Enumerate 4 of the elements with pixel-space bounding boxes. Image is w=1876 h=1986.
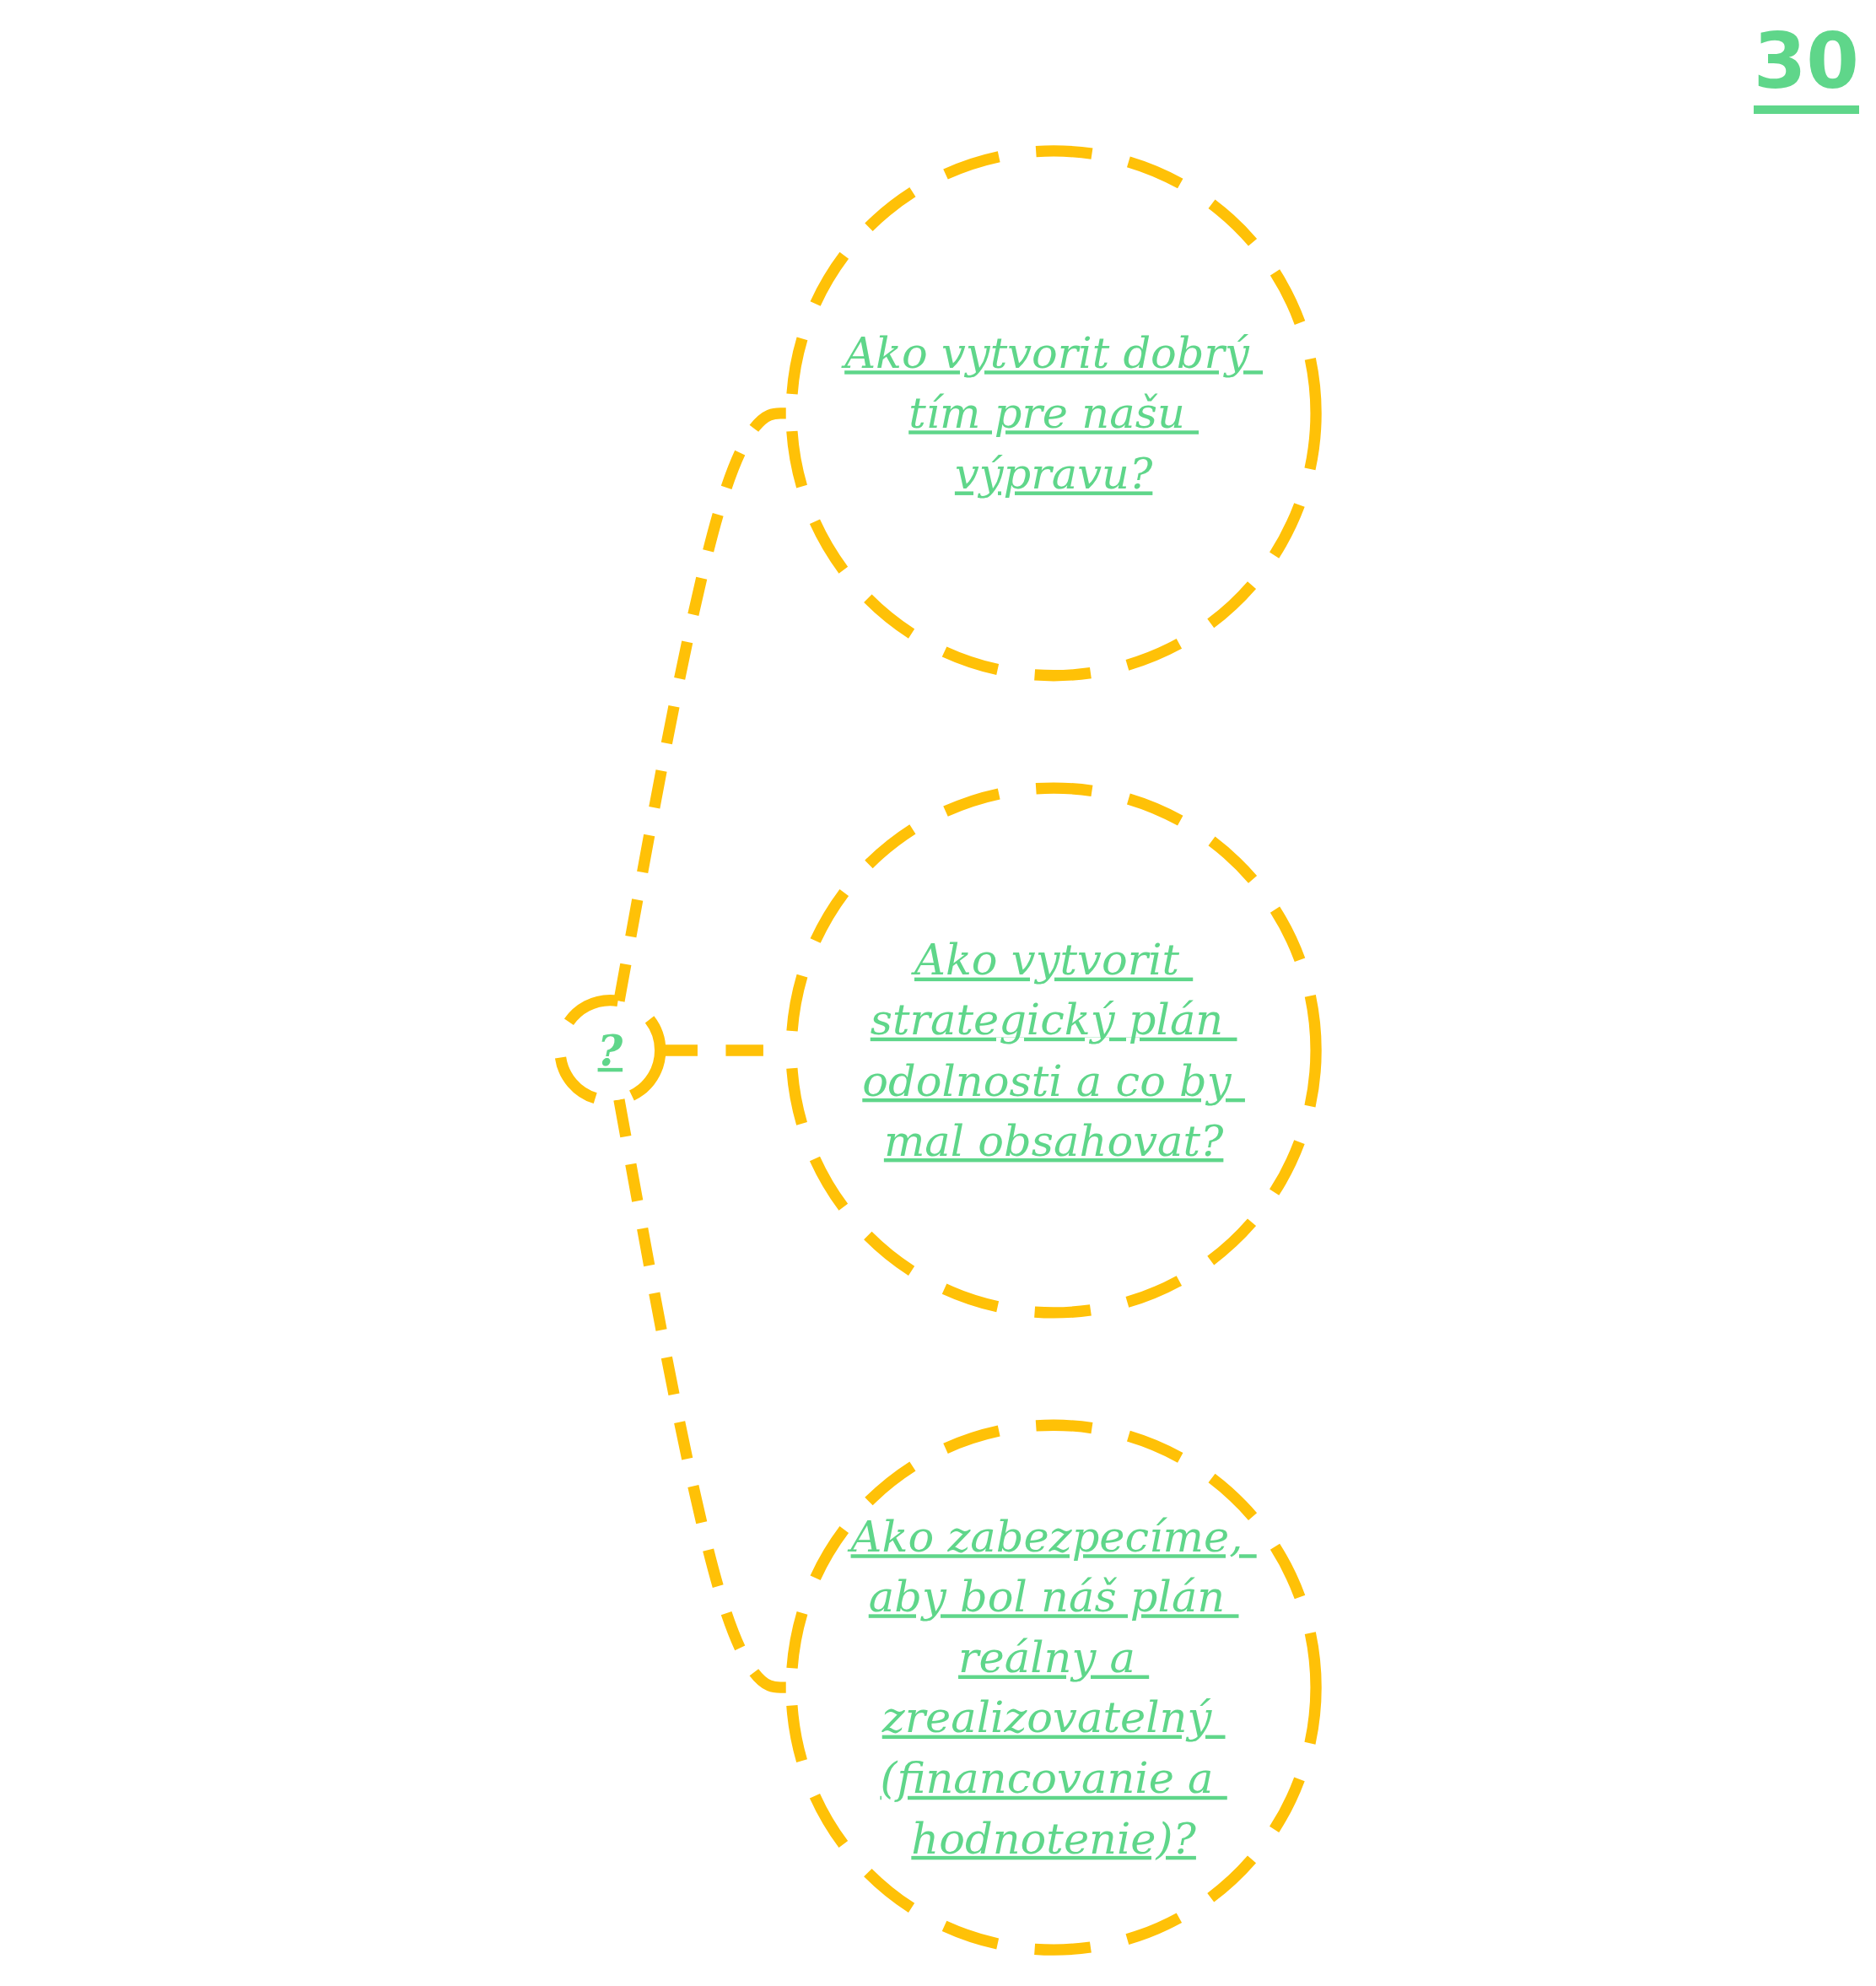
node-circle: Ako vytvorit strategický plán odolnosti a co by mal obsahovat? bbox=[785, 782, 1322, 1319]
node-circle: Ako zabezpecíme, aby bol náš plán reálny a zrealizovatelný (financovanie a hodnotenie)? bbox=[785, 1419, 1322, 1956]
page-number: 30 bbox=[1753, 17, 1859, 114]
node-circle: Ako vytvorit dobrý tím pre našu výpravu? bbox=[785, 145, 1322, 682]
